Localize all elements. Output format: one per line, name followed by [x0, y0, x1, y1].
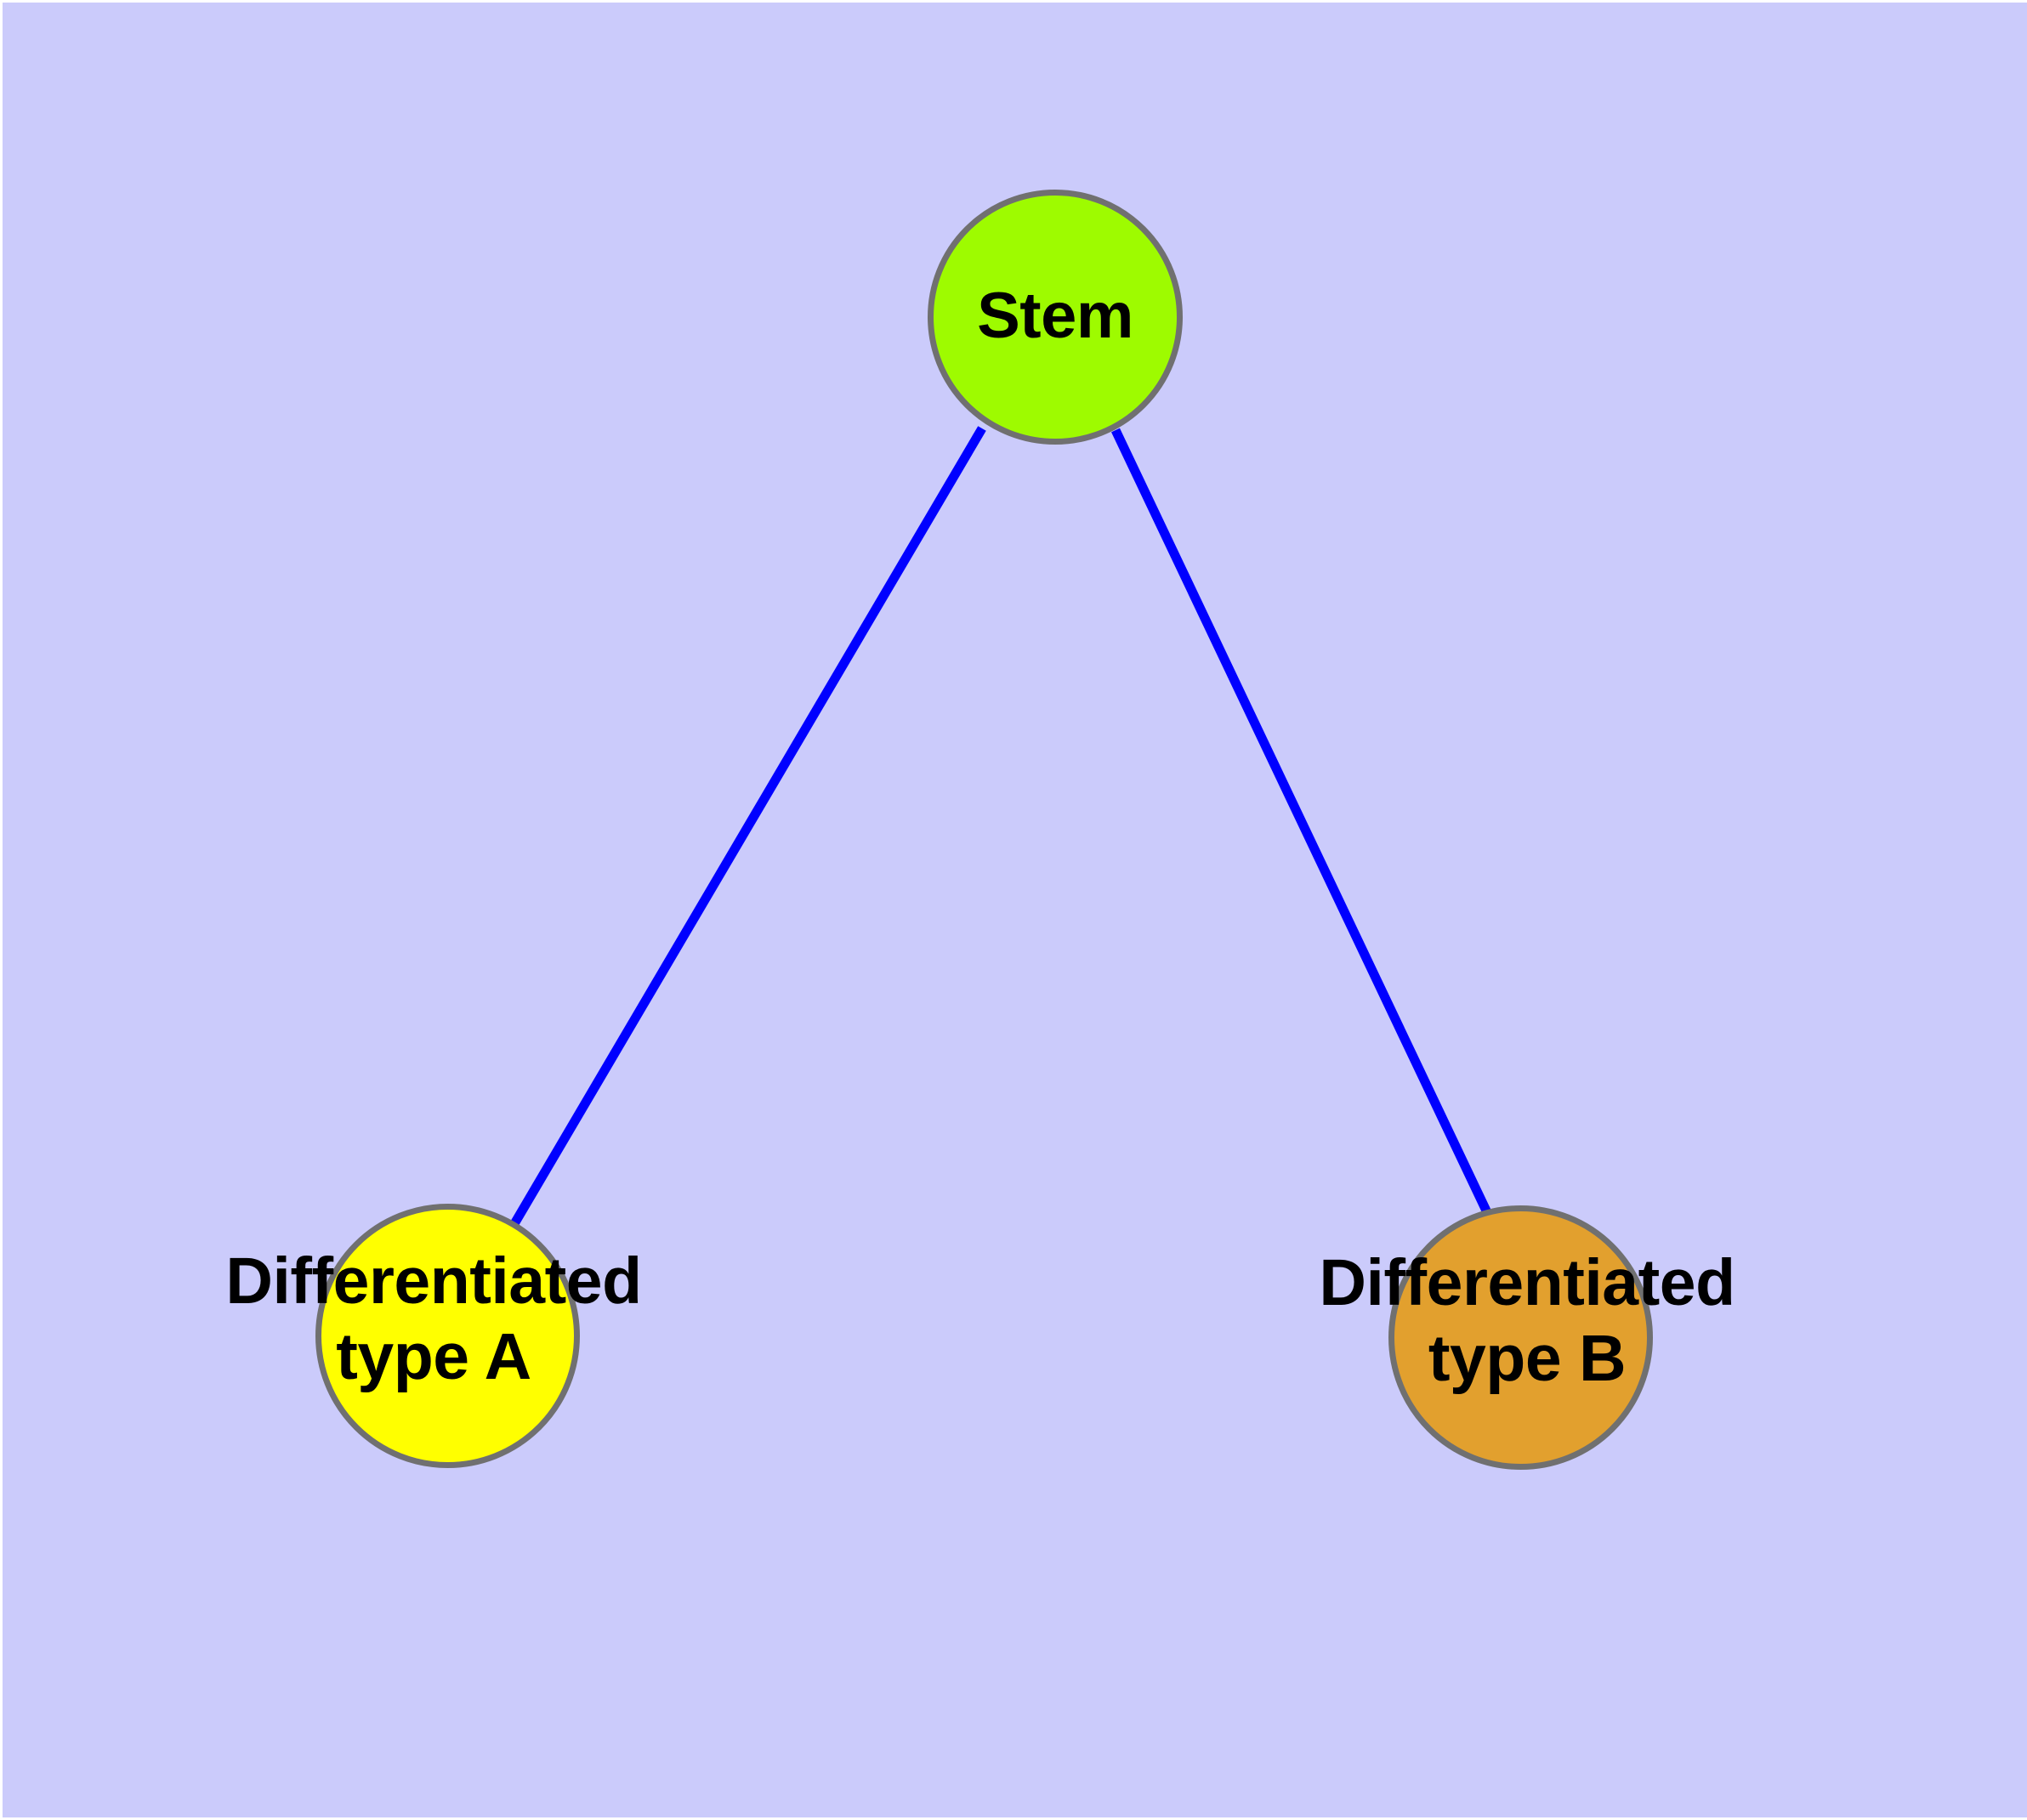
node-differentiated-type-b[interactable]	[1388, 1205, 1653, 1470]
node-differentiated-type-b-label: Differentiated type B	[1319, 1246, 1735, 1396]
edge-layer	[508, 426, 1497, 1229]
node-differentiated-type-a-label: Differentiated type A	[225, 1245, 642, 1394]
node-differentiated-type-a[interactable]	[315, 1204, 580, 1468]
node-stem[interactable]	[928, 190, 1183, 445]
edge-stem-to-type-a	[508, 426, 986, 1229]
node-stem-label: Stem	[977, 280, 1133, 352]
edge-stem-to-type-b	[1111, 428, 1497, 1228]
